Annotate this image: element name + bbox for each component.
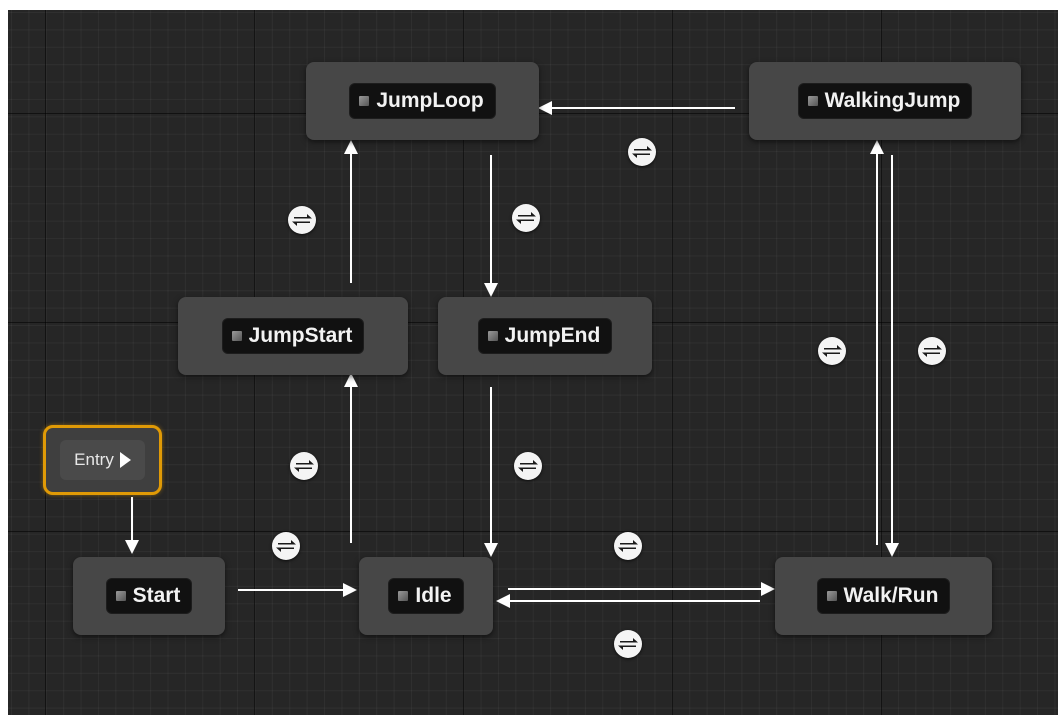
- transition-rule-icon-walkingjump-to-walkrun[interactable]: [918, 337, 946, 365]
- state-node-title: JumpLoop: [349, 83, 496, 119]
- state-node-idle[interactable]: Idle: [359, 557, 493, 635]
- transition-rule-icon-start-to-idle[interactable]: [272, 532, 300, 560]
- entry-label: Entry: [74, 450, 114, 469]
- transition-rule-icon-jumpend-to-idle[interactable]: [514, 452, 542, 480]
- state-node-jumpend[interactable]: JumpEnd: [438, 297, 652, 375]
- transition-rule-icon-idle-to-jumpstart[interactable]: [290, 452, 318, 480]
- state-label: Start: [132, 584, 181, 607]
- state-node-jumploop[interactable]: JumpLoop: [306, 62, 539, 140]
- state-square-icon: [826, 591, 837, 601]
- transition-rule-icon-jumpstart-to-jumploop[interactable]: [288, 206, 316, 234]
- entry-node[interactable]: Entry: [43, 425, 162, 495]
- state-node-walkrun[interactable]: Walk/Run: [775, 557, 992, 635]
- state-square-icon: [359, 96, 370, 106]
- transition-rule-icon-walkrun-to-walkingjump[interactable]: [818, 337, 846, 365]
- state-square-icon: [807, 96, 818, 106]
- state-node-title: Start: [105, 578, 193, 614]
- state-node-title: Walk/Run: [816, 578, 951, 614]
- state-square-icon: [487, 331, 498, 341]
- state-label: JumpLoop: [376, 89, 484, 112]
- transition-rule-icon-idle-to-walkrun[interactable]: [614, 532, 642, 560]
- state-label: JumpStart: [248, 324, 353, 347]
- state-square-icon: [231, 331, 242, 341]
- state-label: Walk/Run: [843, 584, 939, 607]
- state-label: JumpEnd: [504, 324, 601, 347]
- state-node-title: WalkingJump: [797, 83, 973, 119]
- state-node-title: JumpStart: [221, 318, 365, 354]
- transition-rule-icon-walkingjump-to-jumploop[interactable]: [628, 138, 656, 166]
- transition-rule-icon-jumploop-to-jumpend[interactable]: [512, 204, 540, 232]
- state-node-title: Idle: [388, 578, 464, 614]
- state-label: WalkingJump: [824, 89, 961, 112]
- state-node-title: JumpEnd: [477, 318, 613, 354]
- state-square-icon: [115, 591, 126, 601]
- state-square-icon: [398, 591, 409, 601]
- state-node-start[interactable]: Start: [73, 557, 225, 635]
- state-node-jumpstart[interactable]: JumpStart: [178, 297, 408, 375]
- state-node-walkingjump[interactable]: WalkingJump: [749, 62, 1021, 140]
- transition-rule-icon-walkrun-to-idle[interactable]: [614, 630, 642, 658]
- entry-node-body: Entry: [60, 440, 145, 480]
- state-label: Idle: [415, 584, 452, 607]
- entry-arrow-icon: [119, 452, 131, 468]
